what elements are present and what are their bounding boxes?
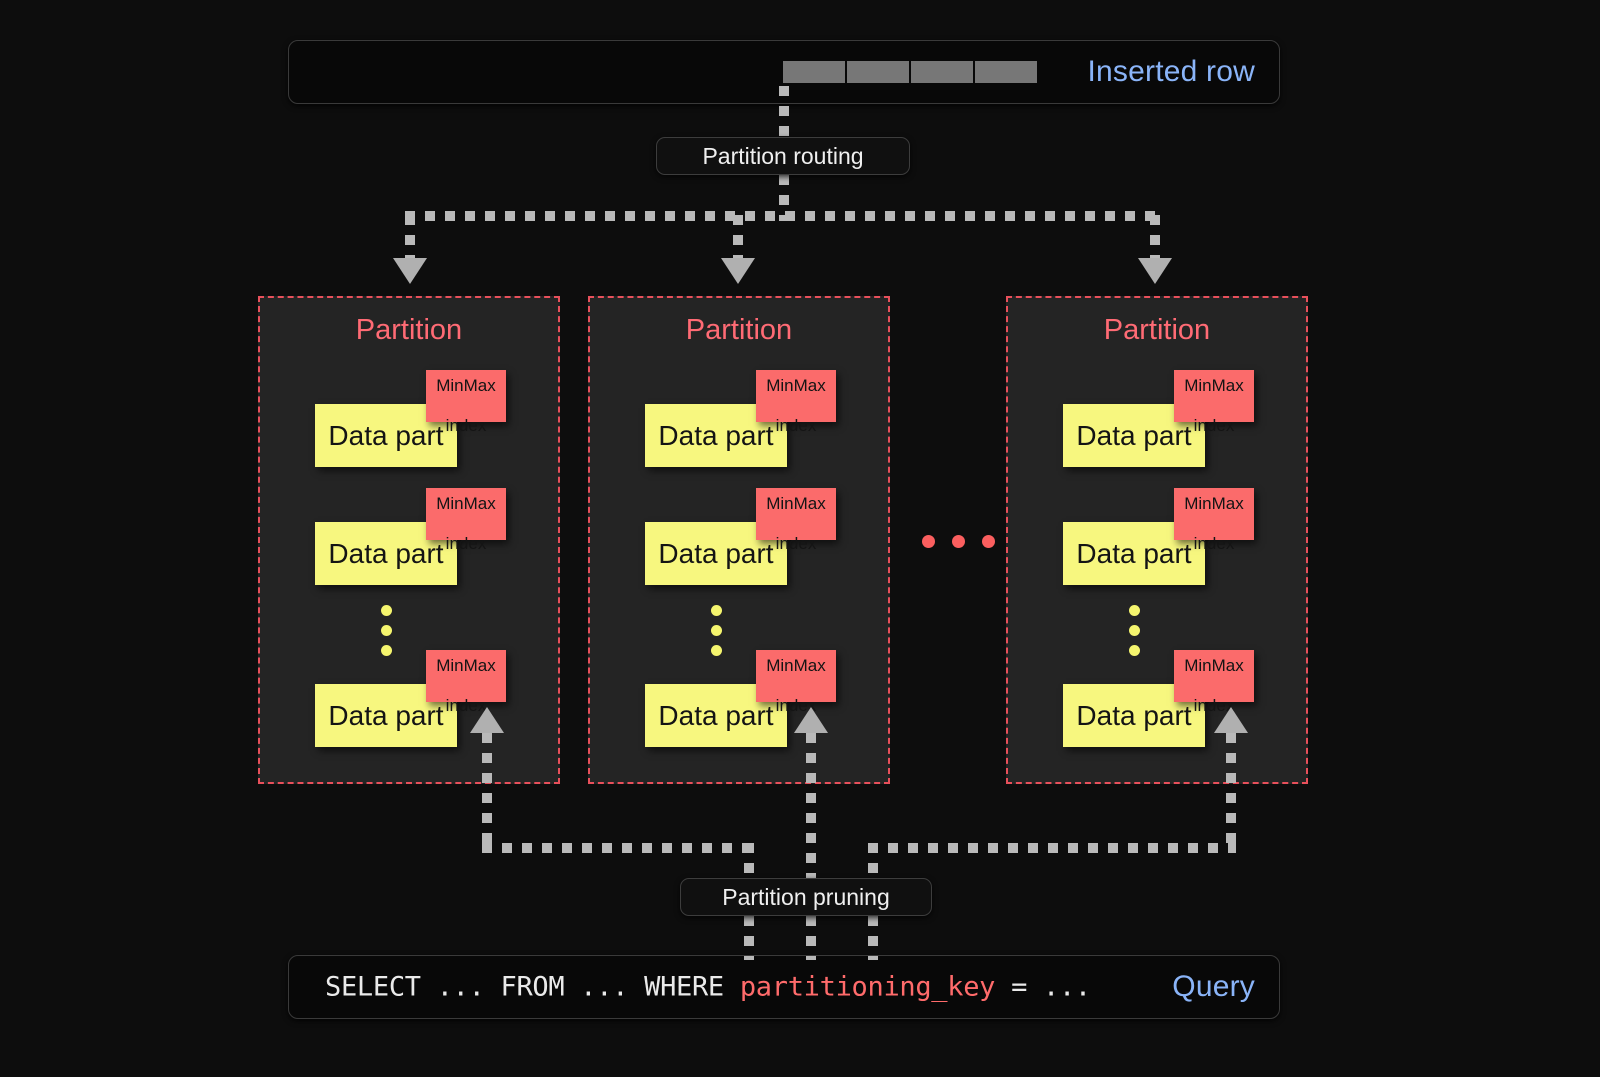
minmax-line-1: MinMax bbox=[1184, 655, 1244, 675]
connector-bus-left-to-pruning bbox=[744, 843, 754, 896]
ellipsis-dot bbox=[952, 535, 965, 548]
partition-routing-label: Partition routing bbox=[702, 142, 864, 169]
ellipsis-dot bbox=[1129, 605, 1140, 616]
connector-pruning-to-query-right bbox=[868, 916, 878, 960]
partition-2-ellipsis bbox=[711, 605, 722, 656]
connector-pruning-to-query-center bbox=[806, 916, 816, 960]
inserted-row-bar: Inserted row bbox=[288, 40, 1280, 104]
row-cell-4 bbox=[975, 61, 1037, 83]
ellipsis-dot bbox=[711, 625, 722, 636]
pruning-bus-line-right bbox=[868, 843, 1236, 853]
minmax-line-1: MinMax bbox=[766, 655, 826, 675]
minmax-line-2: index bbox=[1193, 534, 1235, 554]
ellipsis-dot bbox=[381, 605, 392, 616]
ellipsis-dot bbox=[711, 645, 722, 656]
query-bar: SELECT ... FROM ... WHERE partitioning_k… bbox=[288, 955, 1280, 1019]
partition-3-datapart-3: Data part bbox=[1063, 684, 1205, 747]
arrow-up-partition-1 bbox=[470, 707, 504, 733]
minmax-line-1: MinMax bbox=[766, 375, 826, 395]
partition-2-datapart-1: Data part bbox=[645, 404, 787, 467]
minmax-line-1: MinMax bbox=[766, 493, 826, 513]
data-part-label: Data part bbox=[328, 699, 444, 731]
data-part-label: Data part bbox=[658, 537, 774, 569]
data-part-label: Data part bbox=[658, 699, 774, 731]
minmax-line-2: index bbox=[445, 416, 487, 436]
arrow-up-partition-2 bbox=[794, 707, 828, 733]
data-part-label: Data part bbox=[1076, 537, 1192, 569]
row-cell-1 bbox=[783, 61, 845, 83]
partition-3: Partition MinMax index Data part MinMax … bbox=[1006, 296, 1308, 784]
connector-partition-2-to-pruning bbox=[806, 733, 816, 896]
ellipsis-dot bbox=[1129, 645, 1140, 656]
partition-3-datapart-1: Data part bbox=[1063, 404, 1205, 467]
partition-2-minmax-3: MinMax index bbox=[756, 650, 836, 715]
partition-3-minmax-1: MinMax index bbox=[1174, 370, 1254, 435]
ellipsis-dot bbox=[982, 535, 995, 548]
ellipsis-dot bbox=[922, 535, 935, 548]
row-cell-3 bbox=[911, 61, 973, 83]
partition-routing-box: Partition routing bbox=[656, 137, 910, 175]
partition-1-minmax-1: MinMax index bbox=[426, 370, 506, 435]
partition-2-title: Partition bbox=[685, 314, 793, 346]
minmax-line-2: index bbox=[1193, 416, 1235, 436]
partition-pruning-box: Partition pruning bbox=[680, 878, 932, 916]
connector-partition-1-to-bus bbox=[482, 733, 492, 851]
arrow-down-partition-2 bbox=[721, 258, 755, 284]
sql-prefix: SELECT ... FROM ... WHERE bbox=[325, 971, 740, 1003]
ellipsis-dot bbox=[711, 605, 722, 616]
partition-1-datapart-2: Data part bbox=[315, 522, 457, 585]
partition-1: Partition MinMax index Data part MinMax … bbox=[258, 296, 560, 784]
partitions-ellipsis bbox=[922, 535, 995, 548]
arrow-down-partition-3 bbox=[1138, 258, 1172, 284]
partition-1-title: Partition bbox=[355, 314, 463, 346]
data-part-label: Data part bbox=[328, 419, 444, 451]
sql-partitioning-key: partitioning_key bbox=[739, 971, 996, 1003]
query-sql-text: SELECT ... FROM ... WHERE partitioning_k… bbox=[325, 972, 1091, 1003]
partition-1-ellipsis bbox=[381, 605, 392, 656]
data-part-label: Data part bbox=[658, 419, 774, 451]
partition-pruning-label: Partition pruning bbox=[722, 883, 890, 910]
row-cell-2 bbox=[847, 61, 909, 83]
partition-2-minmax-1: MinMax index bbox=[756, 370, 836, 435]
partition-3-minmax-2: MinMax index bbox=[1174, 488, 1254, 553]
connector-bus-right-to-pruning bbox=[868, 843, 878, 896]
partition-2-minmax-2: MinMax index bbox=[756, 488, 836, 553]
partition-2: Partition MinMax index Data part MinMax … bbox=[588, 296, 890, 784]
partition-2-datapart-3: Data part bbox=[645, 684, 787, 747]
connector-routing-to-bus bbox=[779, 175, 789, 221]
minmax-line-1: MinMax bbox=[1184, 375, 1244, 395]
connector-pruning-to-query-left bbox=[744, 916, 754, 960]
arrow-up-partition-3 bbox=[1214, 707, 1248, 733]
ellipsis-dot bbox=[381, 645, 392, 656]
partition-1-minmax-3: MinMax index bbox=[426, 650, 506, 715]
inserted-row-cells bbox=[783, 61, 1037, 83]
pruning-bus-line-left bbox=[482, 843, 744, 853]
partition-3-ellipsis bbox=[1129, 605, 1140, 656]
minmax-line-1: MinMax bbox=[1184, 493, 1244, 513]
sql-suffix: = ... bbox=[995, 971, 1091, 1003]
partition-3-title: Partition bbox=[1103, 314, 1211, 346]
connector-partition-3-to-bus bbox=[1226, 733, 1236, 851]
ellipsis-dot bbox=[1129, 625, 1140, 636]
minmax-line-2: index bbox=[775, 534, 817, 554]
partition-1-minmax-2: MinMax index bbox=[426, 488, 506, 553]
inserted-row-label: Inserted row bbox=[1087, 55, 1255, 88]
minmax-line-2: index bbox=[445, 534, 487, 554]
minmax-line-1: MinMax bbox=[436, 375, 496, 395]
data-part-label: Data part bbox=[1076, 699, 1192, 731]
connector-bus-to-partition-3 bbox=[1150, 215, 1160, 263]
data-part-label: Data part bbox=[1076, 419, 1192, 451]
minmax-line-1: MinMax bbox=[436, 493, 496, 513]
routing-bus-line bbox=[405, 211, 1160, 221]
connector-bus-to-partition-2 bbox=[733, 215, 743, 263]
minmax-line-1: MinMax bbox=[436, 655, 496, 675]
query-label: Query bbox=[1172, 970, 1255, 1003]
connector-bus-to-partition-1 bbox=[405, 215, 415, 263]
ellipsis-dot bbox=[381, 625, 392, 636]
data-part-label: Data part bbox=[328, 537, 444, 569]
arrow-down-partition-1 bbox=[393, 258, 427, 284]
minmax-line-2: index bbox=[775, 416, 817, 436]
partition-3-minmax-3: MinMax index bbox=[1174, 650, 1254, 715]
connector-row-to-routing bbox=[779, 86, 789, 138]
